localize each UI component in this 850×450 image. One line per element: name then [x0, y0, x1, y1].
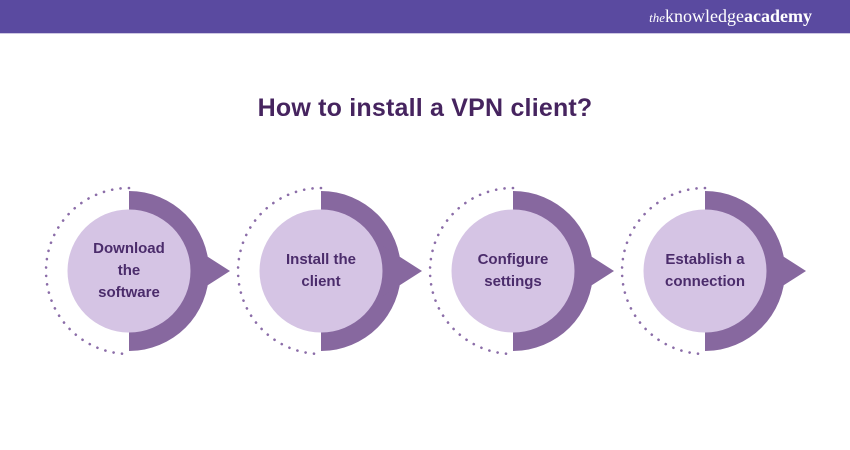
logo-the: the — [649, 10, 666, 25]
step-graphic — [620, 186, 806, 356]
inner-circle — [67, 209, 191, 333]
step-establish-connection: Establish a connection — [615, 185, 815, 361]
header-bar: theknowledgeacademy — [0, 0, 850, 34]
step-install-client: Install the client — [231, 185, 431, 361]
inner-circle — [451, 209, 575, 333]
step-graphic — [44, 186, 230, 356]
page-title: How to install a VPN client? — [257, 94, 593, 122]
step-label: Establish a connection — [664, 251, 745, 290]
step-label: Install the client — [285, 251, 356, 290]
arrow-right-icon — [372, 239, 422, 303]
logo-academy: academy — [744, 6, 812, 26]
logo-knowledge: knowledge — [665, 6, 745, 26]
inner-circle — [643, 209, 767, 333]
step-graphic — [236, 186, 422, 356]
step-label: Download the software — [93, 240, 165, 301]
arrow-right-icon — [180, 239, 230, 303]
arrow-right-icon — [756, 239, 806, 303]
step-graphic — [428, 186, 614, 356]
step-configure-settings: Configure settings — [423, 185, 623, 361]
step-download-software: Download the software — [39, 185, 239, 361]
step-label: Configure settings — [477, 251, 549, 290]
arrow-right-icon — [564, 239, 614, 303]
knowledge-academy-logo: theknowledgeacademy — [649, 7, 812, 26]
inner-circle — [259, 209, 383, 333]
